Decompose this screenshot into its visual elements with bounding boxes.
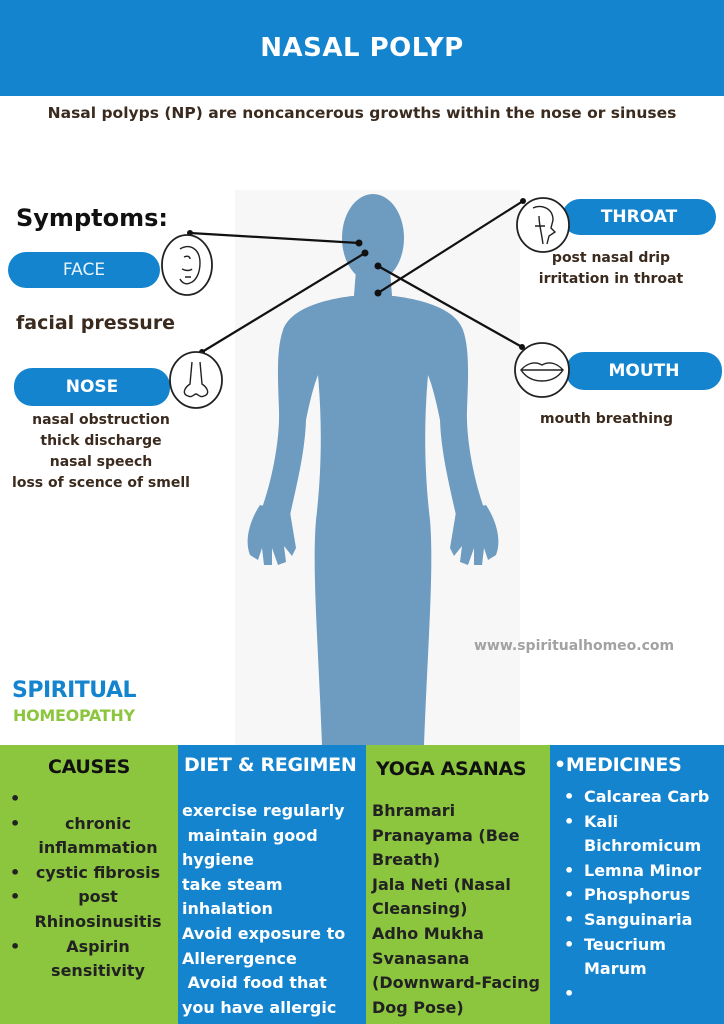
medicines-list: Calcarea Carb Kali Bichromicum Lemna Min… [550, 785, 724, 1006]
causes-heading: CAUSES [47, 756, 131, 778]
nose-symptom: nasal speech [49, 454, 153, 470]
throat-label: THROAT [562, 199, 716, 235]
yoga-heading: YOGA ASANAS [376, 758, 527, 780]
cause-item: cystic fibrosis [0, 861, 178, 886]
medicine-item: Lemna Minor [550, 859, 724, 884]
face-icon [161, 234, 213, 296]
yoga-item: Jala Neti (Nasal Cleansing) [372, 874, 511, 919]
lips-icon [514, 342, 570, 398]
causes-list: chronic inflammation cystic fibrosis pos… [0, 787, 178, 984]
nose-label: NOSE [14, 368, 170, 406]
body-silhouette [247, 194, 499, 745]
nose-symptoms: nasal obstruction thick discharge nasal … [6, 410, 196, 494]
diet-item: Avoid exposure to Allerergence [182, 923, 351, 968]
nose-symptom: loss of scence of smell [12, 475, 190, 491]
medicine-item: Calcarea Carb [550, 785, 724, 810]
yoga-item: Adho Mukha Svanasana (Downward-Facing Do… [372, 923, 540, 1017]
face-symptom: facial pressure [16, 312, 176, 334]
body-illustration [187, 194, 526, 745]
yoga-item: Bhramari Pranayama (Bee Breath) [372, 801, 520, 870]
yoga-column: YOGA ASANAS Bhramari Pranayama (Bee Brea… [366, 745, 550, 1024]
mouth-label: MOUTH [566, 352, 722, 390]
heading-bullet: • [554, 754, 566, 776]
diet-list: exercise regularly maintain good hygiene… [178, 785, 366, 1020]
diet-heading: DIET & REGIMEN [184, 754, 357, 776]
medicine-item: Sanguinaria [550, 908, 724, 933]
diet-item: maintain good hygiene [182, 825, 324, 870]
medicines-heading-text: MEDICINES [565, 754, 682, 776]
causes-column: CAUSES chronic inflammation cystic fibro… [0, 745, 178, 1024]
throat-symptom: irritation in throat [538, 271, 684, 287]
face-label: FACE [8, 252, 160, 288]
subtitle: Nasal polyps (NP) are noncancerous growt… [47, 104, 677, 122]
medicine-item: Phosphorus [550, 883, 724, 908]
cause-item: chronic inflammation [0, 812, 178, 861]
website-url: www.spiritualhomeo.com [474, 638, 675, 654]
medicines-heading: •MEDICINES [550, 745, 724, 785]
nose-symptom: thick discharge [40, 433, 162, 449]
cause-item: post Rhinosinusitis [0, 885, 178, 934]
diet-column: DIET & REGIMEN exercise regularly mainta… [178, 745, 366, 1024]
diet-item: take steam inhalation [182, 874, 289, 919]
nose-icon [169, 351, 223, 409]
medicine-item: Teucrium Marum [550, 933, 724, 982]
diet-item: exercise regularly [182, 801, 345, 820]
cause-item: Aspirin sensitivity [0, 935, 178, 984]
page-title: NASAL POLYP [0, 0, 724, 96]
brand-name: SPIRITUAL [12, 678, 137, 703]
cause-item [0, 787, 178, 812]
medicines-column: •MEDICINES Calcarea Carb Kali Bichromicu… [550, 745, 724, 1024]
throat-icon [516, 197, 570, 253]
medicine-item [550, 982, 724, 1007]
medicine-item: Kali Bichromicum [550, 810, 724, 859]
connector-lines [189, 200, 524, 353]
diet-item: Avoid food that you have allergic [182, 973, 337, 1017]
throat-symptom: post nasal drip [551, 250, 671, 266]
symptoms-heading: Symptoms: [16, 204, 168, 232]
mouth-symptom: mouth breathing [540, 411, 674, 427]
throat-symptoms: post nasal drip irritation in throat [526, 248, 696, 290]
yoga-list: Bhramari Pranayama (Bee Breath) Jala Net… [366, 789, 550, 1020]
brand-tagline: HOMEOPATHY [13, 706, 135, 725]
nose-symptom: nasal obstruction [32, 412, 170, 428]
